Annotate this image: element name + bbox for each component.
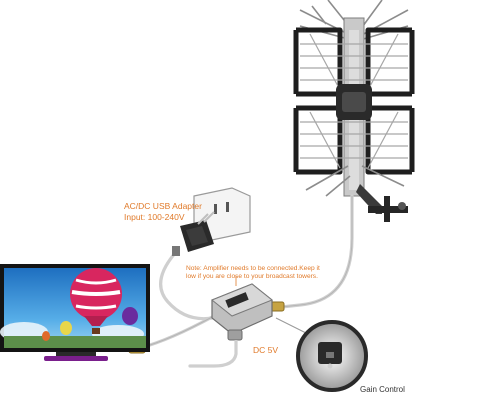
note-line-1: Note: Amplifier needs to be connected.Ke… [186,265,320,272]
adapter-title: AC/DC USB Adapter [124,201,202,211]
hdtv-antenna [293,0,415,222]
note-line-2: low if you are close to your broadcast t… [186,273,318,281]
dc-voltage-label: DC 5V [253,345,279,355]
television [0,264,150,361]
gain-control-magnifier [275,317,368,392]
gain-control-label: Gain Control [360,385,405,394]
usb-power-adapter [172,211,215,256]
signal-amplifier [211,283,273,348]
adapter-label: AC/DC USB Adapter Input: 100-240V [124,201,202,222]
adapter-input: Input: 100-240V [124,211,185,222]
amplifier-note: Note: Amplifier needs to be connected.Ke… [186,265,320,281]
hot-air-balloon-icon [70,268,122,334]
hot-air-balloon-icon [42,307,138,341]
